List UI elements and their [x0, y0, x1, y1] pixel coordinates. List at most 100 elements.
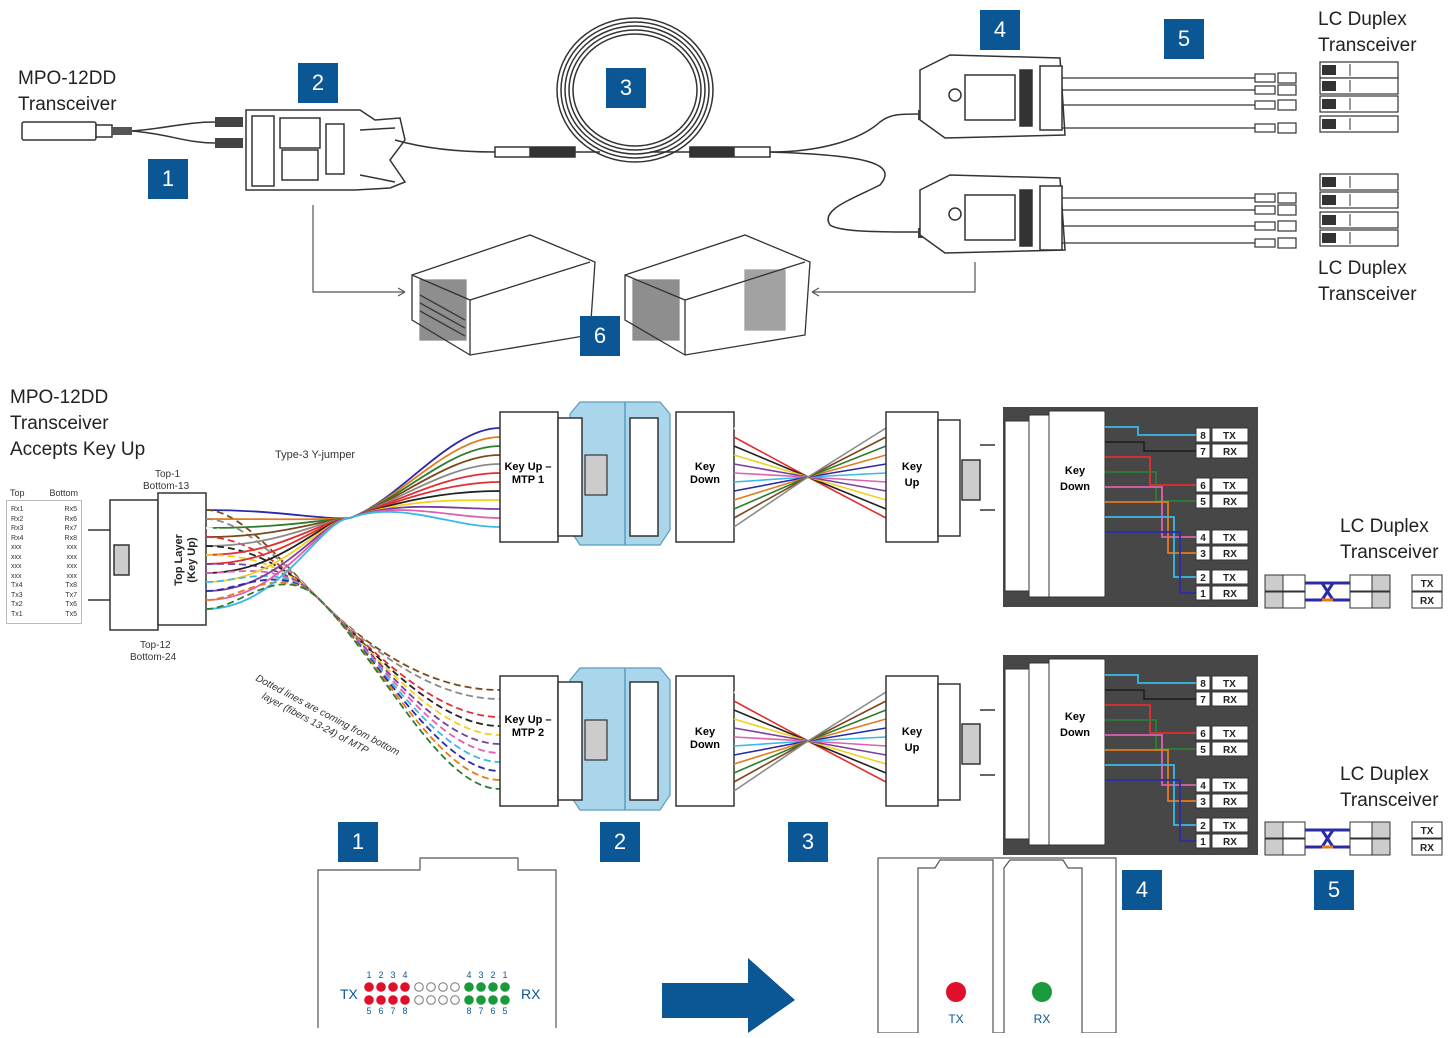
mpo-fiber-dot: [376, 995, 386, 1005]
badge-5: 5: [1164, 19, 1204, 59]
chassis-arrows: [312, 205, 976, 297]
port-number: 5: [1200, 745, 1206, 756]
lc-patch-cords: [1062, 72, 1297, 249]
mpo-fiber-number: 2: [490, 970, 495, 980]
pin-table-cell: Tx3: [11, 591, 23, 599]
mpo-fiber-dot: [364, 995, 374, 1005]
label-line: Accepts Key Up: [10, 439, 146, 460]
pin-table-cell: Tx2: [11, 601, 23, 608]
jumper-label: Type-3 Y-jumper: [275, 449, 355, 461]
mpo-transceiver-label: MPO-12DD Transceiver: [18, 66, 117, 118]
top-illustration: [21, 17, 1399, 356]
adapter-lower: [499, 667, 735, 811]
label-line: Transceiver: [1318, 35, 1417, 56]
mpo-cassette-2: [245, 109, 407, 191]
mpo-fiber-dot: [488, 995, 498, 1005]
label-line: Transceiver: [10, 413, 109, 434]
mpo-transceiver-label-mid: MPO-12DD Transceiver Accepts Key Up: [10, 385, 145, 463]
mpo-fiber-number: 7: [390, 1006, 395, 1016]
lc-transceiver: [1319, 61, 1399, 79]
lc-face-rx-label: RX: [1034, 1012, 1051, 1026]
port-number: 4: [1200, 533, 1206, 544]
pin-table-cell: Rx4: [11, 534, 24, 542]
port-label: RX: [1223, 797, 1237, 808]
port-number: 2: [1200, 573, 1206, 584]
mtp2-label-2: MTP 2: [512, 727, 544, 739]
label-line: Transceiver: [1318, 284, 1417, 305]
mtp2-label-1: Key Up –: [504, 714, 551, 726]
badge-2-bottom: 2: [600, 822, 640, 862]
port-label: TX: [1223, 781, 1236, 792]
mpo-fiber-dot: [400, 982, 410, 992]
mpo-socket-left: [88, 492, 207, 631]
port-number: 8: [1200, 679, 1206, 690]
mpo-fiber-number: 8: [466, 1006, 471, 1016]
mpo-fiber-number: 1: [502, 970, 507, 980]
chassis-left: [411, 234, 596, 356]
pin-table-cell: xxx: [11, 553, 22, 561]
pin-table-cell: Rx3: [11, 525, 24, 532]
cassette-key-down-upper-2: Down: [1060, 481, 1090, 493]
port-label: TX: [1223, 481, 1236, 492]
mpo-face-tx: TX: [340, 986, 359, 1002]
key-up-label-upper-1: Key: [902, 461, 923, 473]
lc-transceiver: [1319, 95, 1399, 113]
lc-face-tx-label: TX: [948, 1012, 963, 1026]
lc-transceiver: [1319, 211, 1399, 229]
pin-table-cell: Tx8: [65, 582, 77, 589]
label-line: Transceiver: [18, 94, 117, 115]
mpo-fiber-dot: [464, 995, 474, 1005]
bottom-pin-label-2: Bottom-24: [130, 652, 177, 663]
key-up-connectors: [885, 411, 995, 807]
mpo-fiber-number: 5: [502, 1006, 507, 1016]
lc-transceiver-label-top: LC Duplex Transceiver: [1318, 7, 1417, 59]
label-line: LC Duplex: [1318, 258, 1407, 279]
mpo-fiber-number: 4: [402, 970, 407, 980]
mpo-fiber-dot: [426, 982, 436, 992]
badge-6: 6: [580, 316, 620, 356]
port-label: TX: [1223, 679, 1236, 690]
lc-transceiver-label-top-2: LC Duplex Transceiver: [1318, 256, 1417, 308]
pin-table-cell: Tx1: [11, 610, 23, 618]
mtp1-label-1: Key Up –: [504, 461, 551, 473]
pin-table-cell: Rx5: [64, 506, 77, 513]
mpo-fiber-dot: [450, 982, 460, 992]
top-layer-label-1: Top Layer: [173, 533, 185, 585]
port-number: 2: [1200, 821, 1206, 832]
lc-transceiver-label-mid-2: LC Duplex Transceiver: [1340, 762, 1439, 814]
port-label: RX: [1223, 695, 1237, 706]
mpo-fiber-dot: [414, 995, 424, 1005]
port-number: 3: [1200, 797, 1206, 808]
lc-face-view: TX RX: [877, 857, 1117, 1034]
cassette-port: 8 TX: [1195, 675, 1249, 691]
port-number: 6: [1200, 729, 1206, 740]
key-up-label-upper-2: Up: [905, 477, 920, 489]
lc-port-label: TX: [1421, 579, 1434, 590]
pin-table-header-bottom: Bottom: [49, 488, 78, 498]
label-line: Transceiver: [1340, 790, 1439, 811]
top-layer-label-2: (Key Up): [186, 537, 198, 583]
pin-table-cell: Rx6: [64, 515, 77, 523]
port-label: TX: [1223, 729, 1236, 740]
label-line: LC Duplex: [1340, 516, 1429, 537]
top-pin-label-2: Bottom-13: [143, 481, 190, 492]
port-label: TX: [1223, 821, 1236, 832]
pin-table-cell: xxx: [11, 563, 22, 570]
mpo-fiber-number: 4: [466, 970, 471, 980]
label-line: LC Duplex: [1340, 764, 1429, 785]
